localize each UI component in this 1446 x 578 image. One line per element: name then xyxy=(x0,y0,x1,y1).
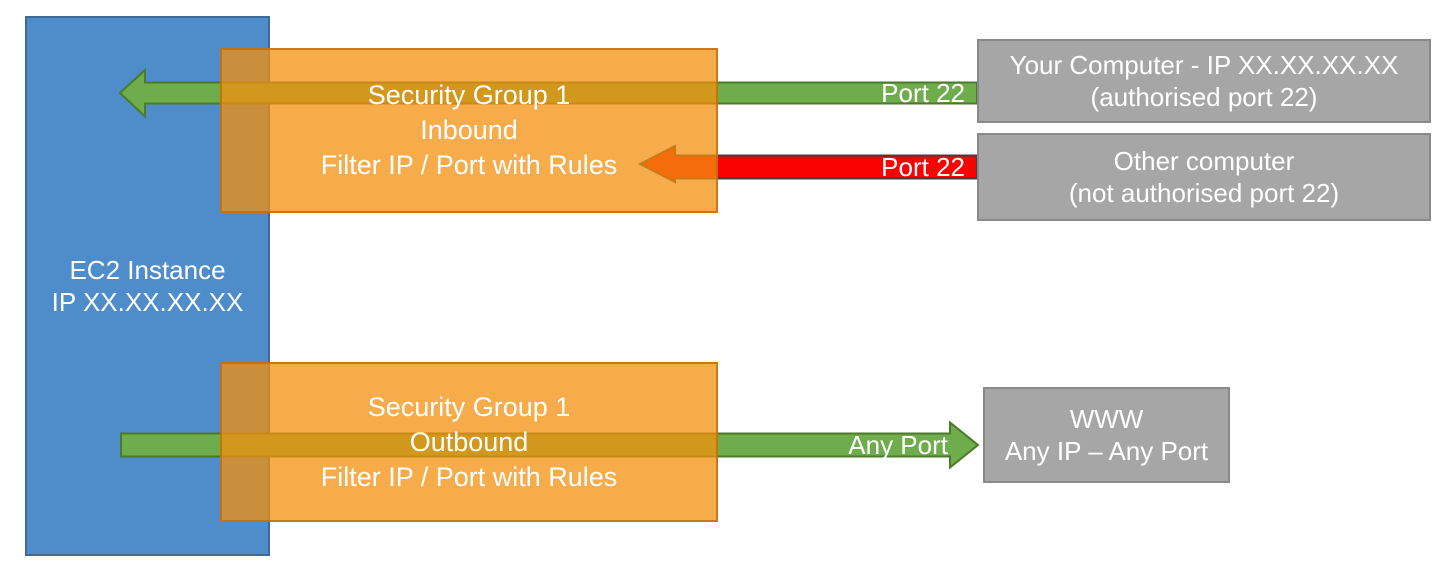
outbound-port-label: Any Port xyxy=(848,430,948,460)
security-group-inbound-title: Security Group 1 xyxy=(367,80,571,110)
ec2-instance-name: EC2 Instance xyxy=(69,255,226,285)
other-computer-box: Other computer (not authorised port 22) xyxy=(977,133,1431,221)
inbound-allowed-port-label: Port 22 xyxy=(881,78,965,108)
your-computer-title: Your Computer - IP XX.XX.XX.XX xyxy=(1009,50,1399,80)
ec2-instance-ip: IP XX.XX.XX.XX xyxy=(51,287,244,317)
security-group-outbound-box: Security Group 1 Outbound Filter IP / Po… xyxy=(220,362,718,522)
security-group-outbound-direction: Outbound xyxy=(409,426,529,457)
security-group-inbound-box: Security Group 1 Inbound Filter IP / Por… xyxy=(220,48,718,213)
other-computer-title: Other computer xyxy=(1113,146,1295,176)
www-subtitle: Any IP – Any Port xyxy=(1004,436,1209,466)
www-box: WWW Any IP – Any Port xyxy=(983,387,1230,483)
security-group-inbound-direction: Inbound xyxy=(420,115,518,145)
security-group-inbound-rule: Filter IP / Port with Rules xyxy=(320,150,618,180)
security-group-outbound-title: Security Group 1 xyxy=(367,391,571,422)
www-title: WWW xyxy=(1069,404,1144,434)
inbound-blocked-port-label: Port 22 xyxy=(881,152,965,182)
your-computer-subtitle: (authorised port 22) xyxy=(1090,82,1318,112)
security-group-outbound-rule: Filter IP / Port with Rules xyxy=(320,461,618,492)
your-computer-box: Your Computer - IP XX.XX.XX.XX (authoris… xyxy=(977,39,1431,123)
other-computer-subtitle: (not authorised port 22) xyxy=(1068,178,1340,208)
